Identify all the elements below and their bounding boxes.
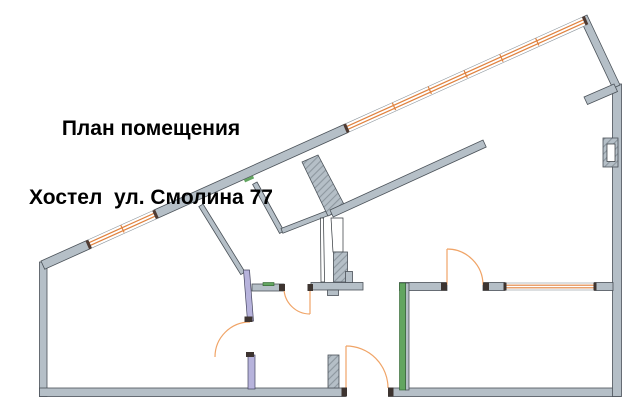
window-top-left-mullion [120,224,125,233]
wall-outer-right [612,83,622,397]
door-arc-entrance [345,345,389,389]
window-top-right-cap-end [581,15,589,26]
door-jamb-hall-left [279,284,285,291]
wall-outer-left [39,261,48,397]
wall-threshold-stub [345,271,353,283]
windows [85,15,589,250]
wall-stub-topright [583,83,619,106]
door-jamb-entrance-right [388,387,394,397]
door-jamb-hall-right [307,284,313,291]
window-top-right-cap-start [343,123,350,133]
glazed-partition [503,282,597,291]
wall-core-hatched-column [333,251,348,283]
door-arc-bedroom [446,248,484,286]
window-top-right-mullion-1 [391,102,397,111]
window-top-left-cap-start [85,239,92,250]
wall-bedroom-top-c [594,282,614,291]
window-top-right-mullion-2 [427,86,432,95]
plan-title: План помещения Хостел ул. Смолина 77 [6,71,296,255]
door-jamb-left-top [244,316,253,322]
highlighted-partitions [243,175,410,391]
door-arc-left-partition [214,321,251,358]
glazed-partition-cap-left [503,282,507,291]
door-jamb-bedroom-left [441,282,447,291]
window-top-right-mullion-3 [463,70,468,79]
wall-bedroom-left-gray [405,282,410,391]
door-arc-hall [283,287,311,315]
door-jamb-left-bottom [246,352,254,357]
shaft-niche-opening [606,143,616,162]
window-top-right-mullion-4 [499,54,504,62]
wall-outer-bottom-left [39,387,346,397]
wall-core-white-column [330,217,344,253]
door-jamb-bedroom-right [483,282,489,291]
green-tick-main-wall [243,175,255,183]
wall-interior-branch-b [252,181,285,234]
wall-threshold-bar [310,282,364,291]
wall-interior-diagonal-partition [329,139,487,218]
door-jamb-entrance-left [341,387,347,397]
door-leaf-core-narrow [320,217,325,283]
wall-lavender-upper [243,269,254,322]
wall-outer-bottom-right [388,387,622,397]
green-tick-hall-wall [262,282,275,287]
plan-title-line2: Хостел ул. Смолина 77 [29,186,273,209]
plan-title-line1: План помещения [61,117,241,140]
interior-walls [198,137,619,389]
glazed-partition-frame [504,282,596,291]
doors [214,248,489,397]
wall-interior-branch-a [198,203,246,276]
window-top-right-mullion-5 [535,37,540,46]
window-top-left-cap-end [152,209,159,220]
wall-outer-topright-diagonal [579,14,621,89]
glazed-partition-cap-right [593,282,597,291]
wall-lavender-lower [247,354,256,390]
wall-entrance-stub [327,354,340,389]
wall-threshold-notch [327,289,339,296]
wall-green-partition [399,282,406,391]
